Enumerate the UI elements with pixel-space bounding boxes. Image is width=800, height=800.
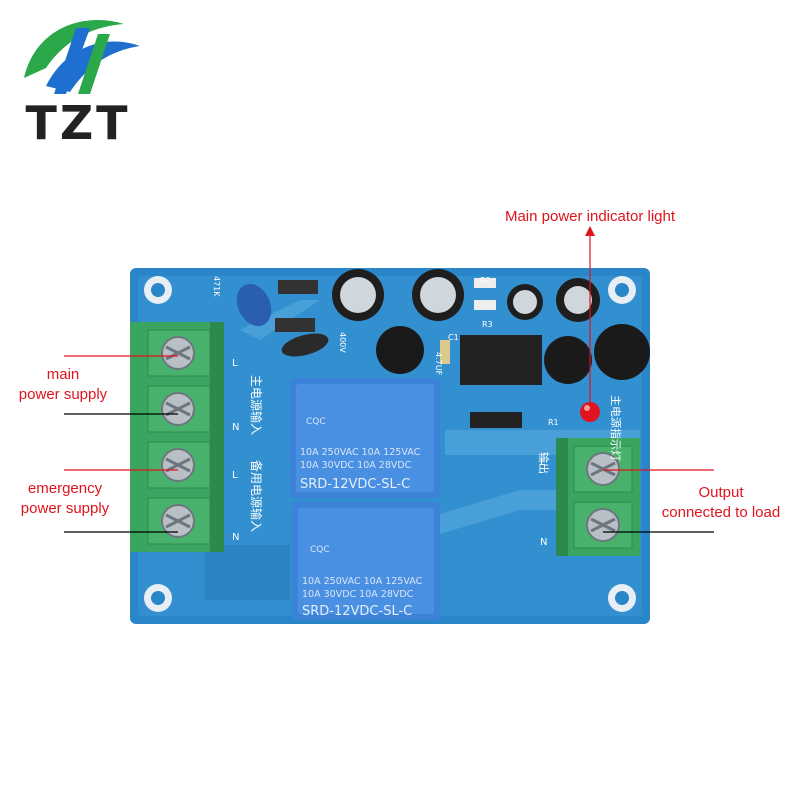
silk-resistor: 471K [212, 276, 221, 297]
silk-output: 输出 [537, 452, 551, 474]
silk-pin-L-3: L [540, 457, 546, 468]
input-terminal-block [130, 322, 224, 552]
silk-R2: R2 [480, 276, 491, 285]
silk-R3: R3 [482, 320, 493, 329]
relay-2-rating-2: 10A 30VDC 10A 28VDC [302, 589, 414, 600]
logo-text: TZT [25, 96, 131, 150]
silk-backup-input: 备用电源输入 [249, 460, 264, 532]
components [236, 269, 650, 428]
silk-cap-value: 4.7UF [434, 352, 443, 376]
relay-1-model: SRD-12VDC-SL-C [300, 477, 410, 492]
tzt-logo [24, 19, 140, 94]
emergency-supply-label-2: power supply [20, 500, 110, 517]
mounting-holes [144, 276, 636, 612]
silk-pin-N-2: N [232, 532, 239, 543]
relay-2-rating-1: 10A 250VAC 10A 125VAC [302, 576, 423, 587]
silk-C1: C1 [448, 333, 459, 342]
screw-terminals-left [147, 329, 211, 545]
silk-pin-L-2: L [232, 470, 238, 481]
output-terminal-block [556, 438, 640, 556]
relay-2 [292, 502, 440, 620]
silk-voltage: 400V [338, 332, 347, 353]
main-supply-label-2: power supply [18, 386, 108, 403]
indicator-label: Main power indicator light [504, 208, 676, 225]
relay-1-rating-1: 10A 250VAC 10A 125VAC [300, 447, 421, 458]
output-label-1: Output [698, 484, 744, 501]
silk-main-input: 主电源输入 [249, 375, 264, 435]
emergency-supply-label-1: emergency [27, 480, 103, 497]
silk-indicator: 主电源指示灯 [609, 395, 623, 461]
logo-blue-stroke [54, 28, 90, 94]
relay-2-model: SRD-12VDC-SL-C [302, 604, 412, 619]
silk-pin-L-1: L [232, 358, 238, 369]
relay-1 [290, 378, 440, 498]
relay-1-rating-2: 10A 30VDC 10A 28VDC [300, 460, 412, 471]
logo-green-stroke [78, 34, 110, 94]
relay-1-cert: CQC [306, 417, 326, 427]
silk-pin-N-1: N [232, 422, 239, 433]
relay-2-cert: CQC [310, 545, 330, 555]
logo-green-swoosh [24, 19, 124, 78]
main-supply-label-1: main [46, 366, 80, 383]
output-label-2: connected to load [661, 504, 781, 521]
silk-R1: R1 [548, 418, 559, 427]
annotation-black-lines [64, 413, 714, 533]
indicator-arrowhead [585, 226, 595, 236]
annotation-lines [64, 226, 714, 471]
silk-pin-N-3: N [540, 537, 547, 548]
